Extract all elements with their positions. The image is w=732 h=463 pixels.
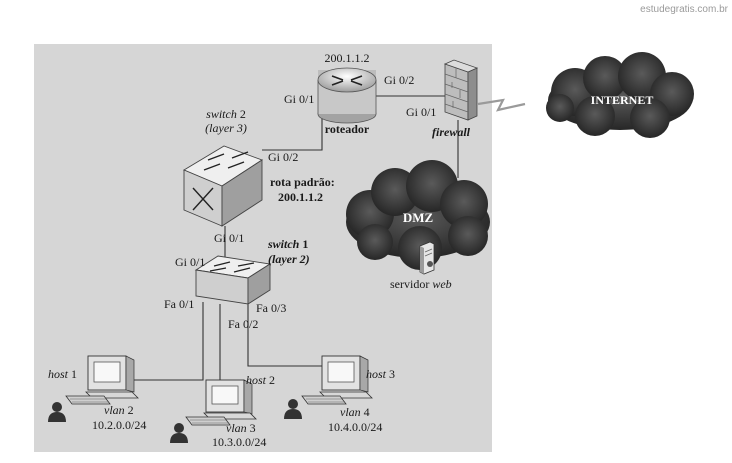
firewall-icon xyxy=(443,59,479,121)
host3-vlan-word: vlan xyxy=(340,405,361,419)
default-route-ip: 200.1.1.2 xyxy=(278,190,323,204)
web-server-label-prefix: servidor xyxy=(390,277,432,291)
router-port-gi02: Gi 0/2 xyxy=(384,73,414,87)
default-route-label: rota padrão: xyxy=(270,175,335,189)
dmz-cloud-icon xyxy=(346,160,490,270)
host3-vlan-label: vlan 4 xyxy=(340,405,370,419)
switch1-port-fa03: Fa 0/3 xyxy=(256,301,286,315)
host2-workstation-icon xyxy=(185,379,257,426)
host3-workstation-icon xyxy=(301,355,373,405)
host2-vlan-num: 3 xyxy=(247,421,256,435)
switch2-name-label: switch 2 xyxy=(206,107,246,121)
router-ip-label: 200.1.1.2 xyxy=(325,51,370,65)
firewall-name-label: firewall xyxy=(432,125,471,139)
host2-network-label: 10.3.0.0/24 xyxy=(212,435,266,449)
switch1-name-word: switch xyxy=(267,237,300,251)
host3-name-num: 3 xyxy=(386,367,395,381)
watermark: estudegratis.com.br xyxy=(640,4,728,15)
host1-name-label: host 1 xyxy=(48,367,77,381)
web-server-label: servidor web xyxy=(390,277,452,291)
host2-user-icon xyxy=(170,423,188,443)
host1-vlan-word: vlan xyxy=(104,403,125,417)
router-icon xyxy=(317,67,377,124)
host1-user-icon xyxy=(48,402,66,422)
switch1-icon xyxy=(194,255,272,305)
host2-name-label: host 2 xyxy=(246,373,275,387)
link-router-switch2 xyxy=(262,114,323,151)
switch1-name-label: switch 1 xyxy=(267,237,308,251)
host3-user-icon xyxy=(284,399,302,419)
link-fa01-host1 xyxy=(128,302,204,381)
firewall-port-gi01: Gi 0/1 xyxy=(406,105,436,119)
switch1-port-fa02: Fa 0/2 xyxy=(228,317,258,331)
web-server-icon xyxy=(419,241,435,275)
host1-vlan-label: vlan 2 xyxy=(104,403,134,417)
host1-workstation-icon xyxy=(65,355,139,405)
network-links xyxy=(128,95,459,382)
host3-network-label: 10.4.0.0/24 xyxy=(328,420,382,434)
router-name-label: roteador xyxy=(325,122,370,136)
switch1-layer-label: (layer 2) xyxy=(268,252,310,266)
internet-label: INTERNET xyxy=(591,93,654,107)
host1-vlan-num: 2 xyxy=(125,403,134,417)
host1-network-label: 10.2.0.0/24 xyxy=(92,418,146,432)
switch1-port-gi01: Gi 0/1 xyxy=(175,255,205,269)
internet-cloud-icon xyxy=(546,52,694,138)
host2-name-word: host xyxy=(246,373,267,387)
switch2-port-gi01: Gi 0/1 xyxy=(214,231,244,245)
switch2-port-gi02: Gi 0/2 xyxy=(268,150,298,164)
host2-vlan-label: vlan 3 xyxy=(226,421,256,435)
host1-name-word: host xyxy=(48,367,69,381)
switch2-name-word: switch xyxy=(206,107,237,121)
host3-name-label: host 3 xyxy=(366,367,395,381)
host1-name-num: 1 xyxy=(68,367,77,381)
dmz-label: DMZ xyxy=(403,210,434,225)
switch2-layer-label: (layer 3) xyxy=(205,121,247,135)
switch2-name-num: 2 xyxy=(237,107,246,121)
web-server-label-suffix: web xyxy=(432,277,451,291)
switch1-port-fa01: Fa 0/1 xyxy=(164,297,194,311)
link-fa03-host3 xyxy=(247,302,322,367)
switch2-icon xyxy=(183,145,263,227)
host2-vlan-word: vlan xyxy=(226,421,247,435)
switch1-name-num: 1 xyxy=(299,237,308,251)
host3-vlan-num: 4 xyxy=(361,405,370,419)
host2-name-num: 2 xyxy=(266,373,275,387)
router-port-gi01: Gi 0/1 xyxy=(284,92,314,106)
host3-name-word: host xyxy=(366,367,387,381)
internet-link-bolt xyxy=(477,98,526,112)
